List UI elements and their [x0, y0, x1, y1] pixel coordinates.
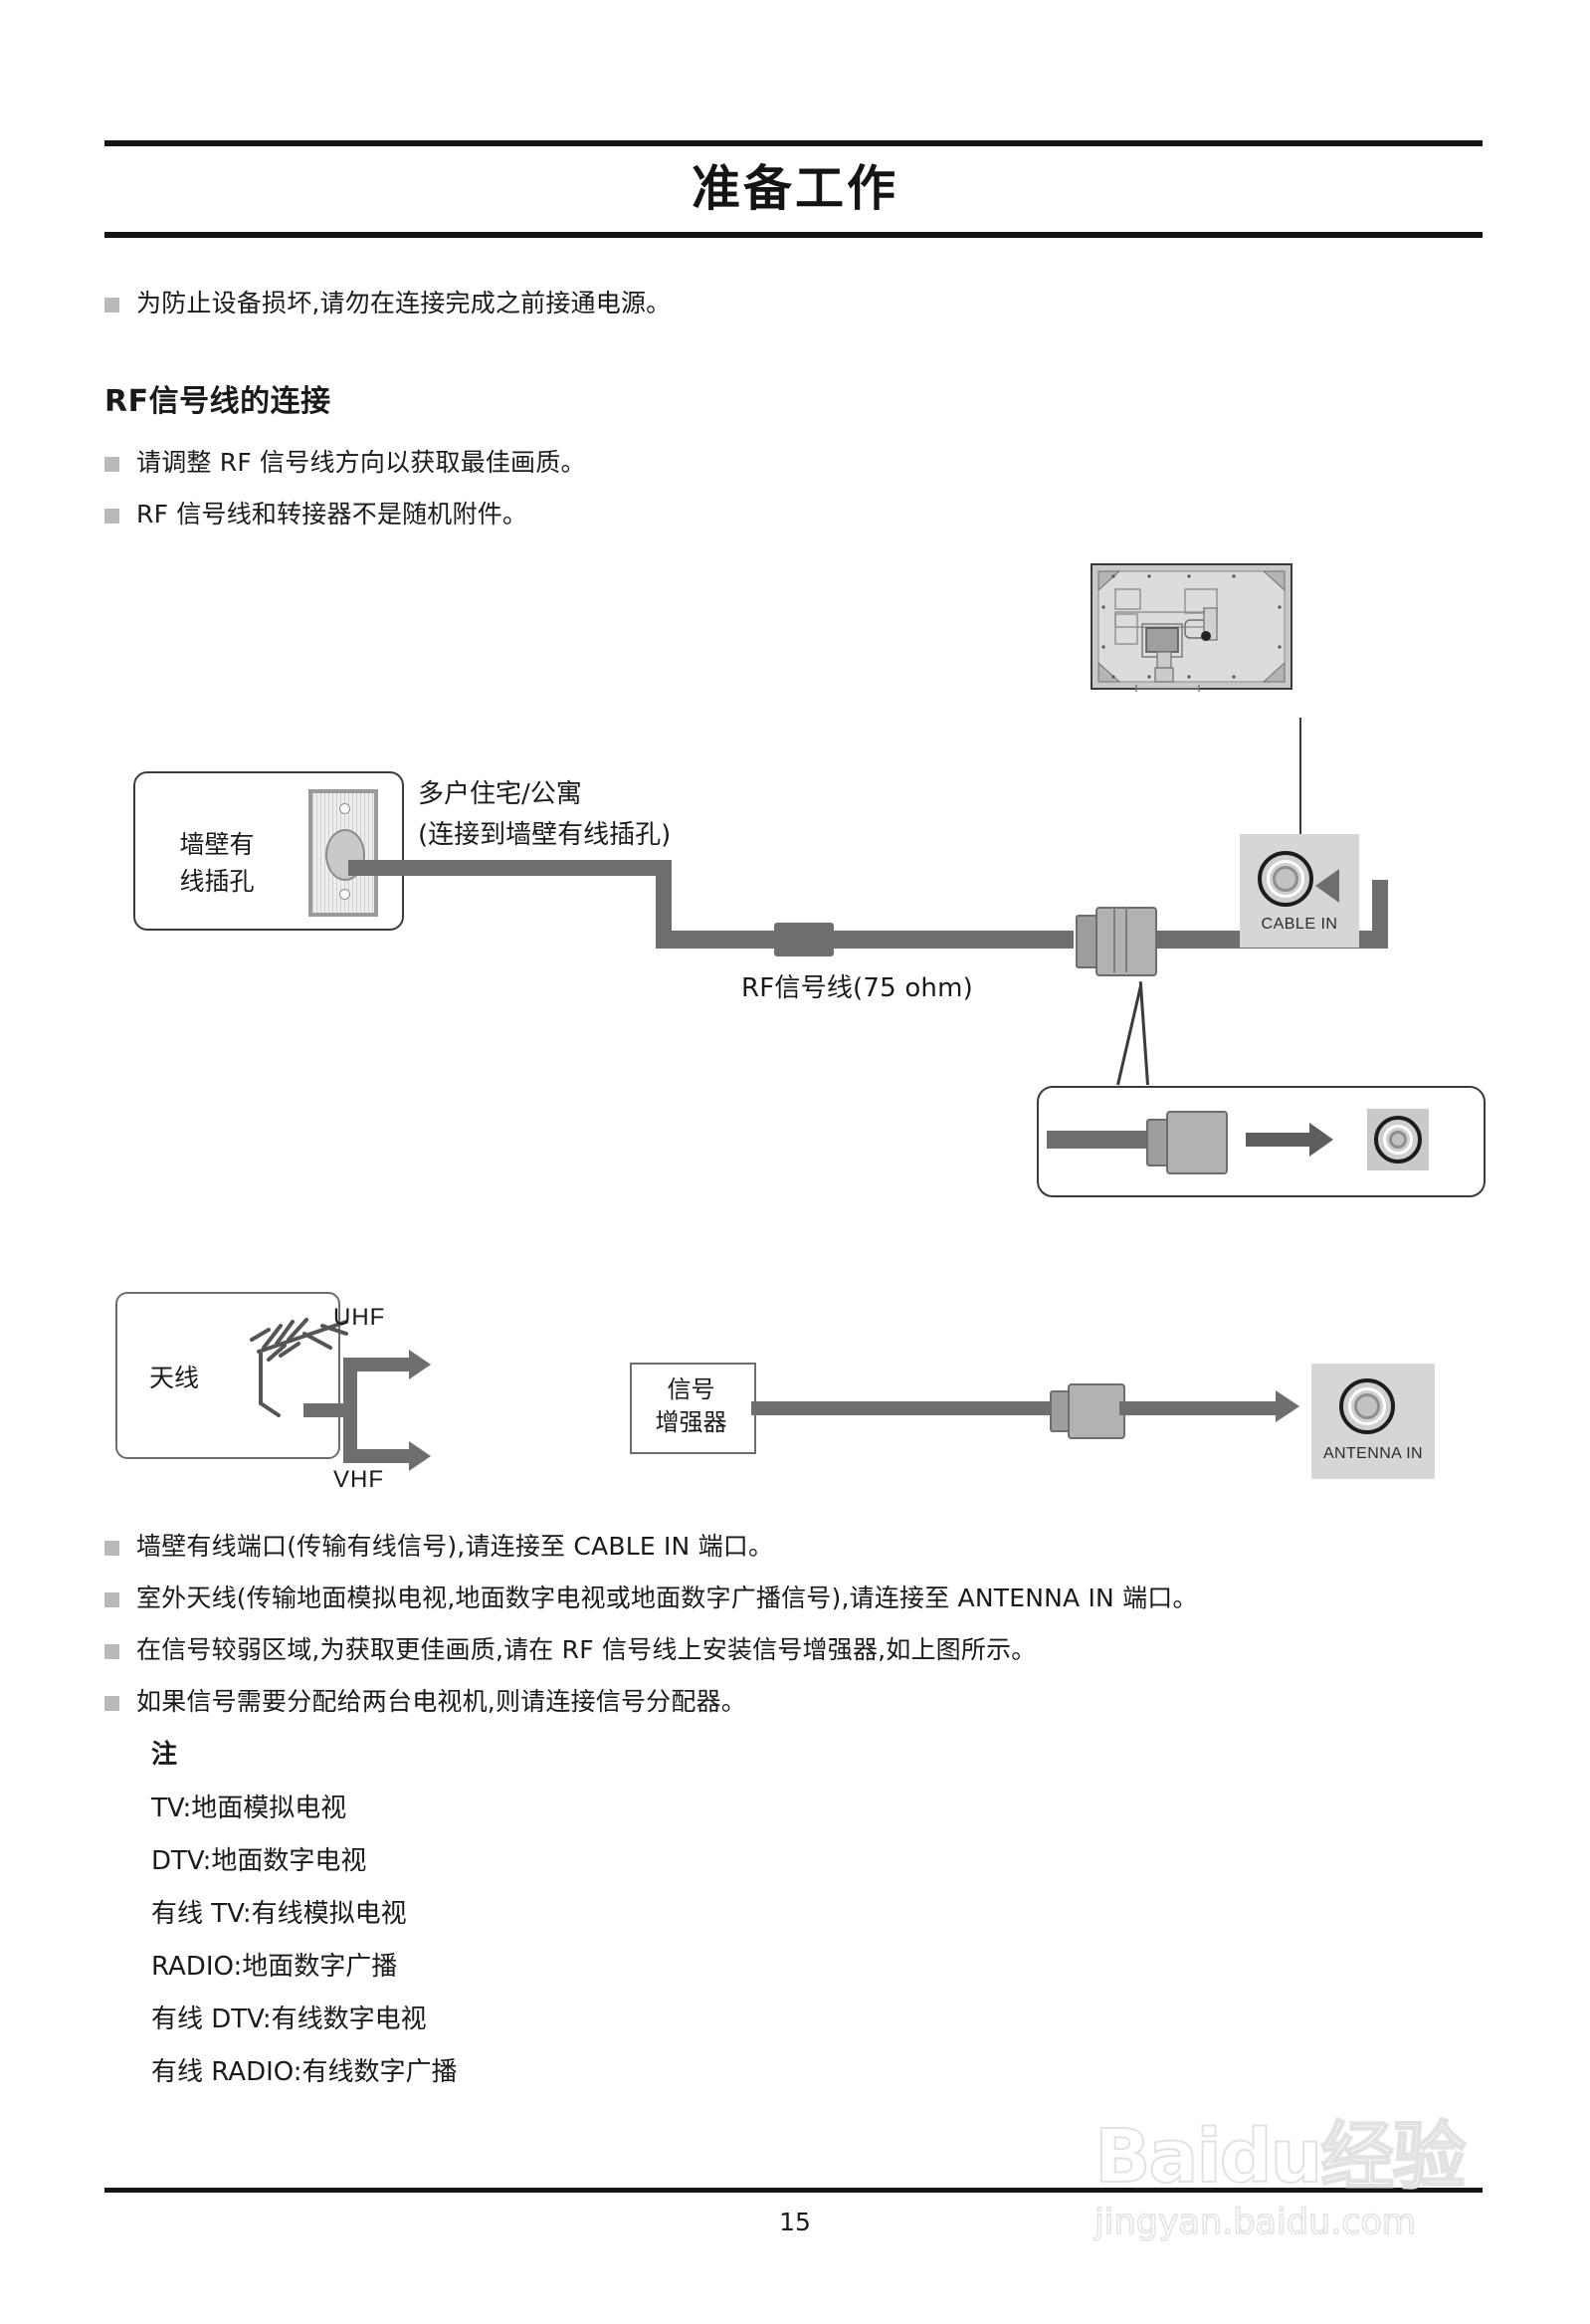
jack-ring-outer [1348, 1387, 1386, 1425]
rf-plug-ridge-1 [1113, 907, 1115, 972]
antenna-label: 天线 [149, 1364, 200, 1392]
note-line: 有线 TV:有线模拟电视 [151, 1899, 407, 1929]
vhf-branch-line [343, 1449, 413, 1463]
cable-segment-1 [348, 860, 672, 876]
bullet-square-icon [104, 1644, 119, 1659]
section-bullet-1-text: 请调整 RF 信号线方向以获取最佳画质。 [136, 448, 586, 477]
uhf-branch-line [343, 1358, 413, 1372]
page-number: 15 [779, 2208, 811, 2236]
jack-ring-inner [1389, 1131, 1407, 1149]
wall-plate-screw-top-icon [338, 803, 350, 814]
jack-ring-inner [1273, 866, 1298, 892]
rf-cable-label: RF信号线(75 ohm) [741, 973, 973, 1003]
bullet-square-icon [104, 457, 119, 472]
jack-ring-inner [1354, 1393, 1380, 1419]
antenna-cable-segment [303, 1403, 353, 1417]
apartment-callout-label: 多户住宅/公寓 (连接到墙壁有线插孔) [418, 774, 671, 856]
note-title: 注 [151, 1740, 178, 1770]
instruction-bullet-2-text: 室外天线(传输地面模拟电视,地面数字电视或地面数字广播信号),请连接至 ANTE… [136, 1584, 1198, 1612]
instruction-bullet-1: 墙壁有线端口(传输有线信号),请连接至 CABLE IN 端口。 [104, 1530, 773, 1563]
apartment-callout-line2: (连接到墙壁有线插孔) [418, 820, 672, 850]
cable-in-port-label: CABLE IN [1261, 916, 1338, 933]
header-rule-top [104, 140, 1483, 146]
booster-output-cable [751, 1401, 1050, 1415]
wall-plate-screw-bottom-icon [338, 889, 350, 900]
bullet-square-icon [104, 1592, 119, 1607]
antenna-box [115, 1292, 340, 1459]
bullet-square-icon [104, 1696, 119, 1711]
detail-cable [1047, 1131, 1156, 1149]
instruction-bullet-4: 如果信号需要分配给两台电视机,则请连接信号分配器。 [104, 1685, 746, 1718]
cable-segment-5 [1372, 880, 1388, 949]
uhf-label: UHF [333, 1304, 386, 1331]
antenna-icon [250, 1318, 348, 1417]
page-title: 准备工作 [691, 160, 898, 217]
section-bullet-1: 请调整 RF 信号线方向以获取最佳画质。 [104, 446, 586, 479]
signal-booster-label: 信号 增强器 [630, 1373, 752, 1439]
section-bullet-2: RF 信号线和转接器不是随机附件。 [104, 498, 527, 530]
instruction-bullet-4-text: 如果信号需要分配给两台电视机,则请连接信号分配器。 [136, 1687, 746, 1716]
detail-plug-body [1166, 1111, 1228, 1174]
note-line: TV:地面模拟电视 [151, 1794, 347, 1823]
section-bullet-2-text: RF 信号线和转接器不是随机附件。 [136, 500, 528, 528]
wall-outlet-label-line2: 线插孔 [179, 867, 255, 896]
note-line: 有线 DTV:有线数字电视 [151, 2005, 427, 2034]
vhf-arrow-icon [409, 1441, 431, 1471]
tv-to-port-leader-line [1299, 718, 1301, 835]
instruction-bullet-2: 室外天线(传输地面模拟电视,地面数字电视或地面数字广播信号),请连接至 ANTE… [104, 1582, 1198, 1614]
jack-ring-outer [1267, 860, 1304, 898]
note-line: RADIO:地面数字广播 [151, 1952, 398, 1982]
jack-ring-outer [1383, 1125, 1413, 1155]
wall-outlet-label-line1: 墙壁有 [179, 830, 255, 859]
antenna-cable-to-port [1119, 1401, 1279, 1415]
tv-rear-illustration [1091, 563, 1292, 692]
note-line: DTV:地面数字电视 [151, 1846, 367, 1876]
antenna-rf-connector-plug [1050, 1383, 1125, 1439]
note-line: 有线 RADIO:有线数字广播 [151, 2057, 458, 2087]
detail-coax-jack-icon [1374, 1116, 1422, 1163]
vhf-label: VHF [333, 1466, 384, 1493]
instruction-bullet-1-text: 墙壁有线端口(传输有线信号),请连接至 CABLE IN 端口。 [136, 1532, 774, 1561]
rf-connector-plug [1076, 907, 1157, 976]
signal-booster-line1: 信号 [667, 1375, 715, 1403]
cable-segment-3 [656, 931, 1074, 949]
antenna-in-arrow-icon [1276, 1390, 1299, 1422]
bullet-square-icon [104, 509, 119, 524]
cable-in-jack-icon [1258, 851, 1313, 907]
section-heading: RF信号线的连接 [104, 384, 331, 419]
instruction-bullet-3: 在信号较弱区域,为获取更佳画质,请在 RF 信号线上安装信号增强器,如上图所示。 [104, 1633, 1037, 1666]
wall-outlet-label: 墙壁有 线插孔 [157, 826, 277, 900]
wall-plate-icon [308, 789, 378, 917]
antenna-plug-body [1068, 1383, 1125, 1439]
antenna-in-port-label: ANTENNA IN [1322, 1445, 1423, 1462]
instruction-bullet-3-text: 在信号较弱区域,为获取更佳画质,请在 RF 信号线上安装信号增强器,如上图所示。 [136, 1635, 1037, 1664]
cable-in-arrow-icon [1315, 869, 1339, 903]
antenna-in-jack-icon [1339, 1378, 1395, 1434]
detail-rf-connector-plug [1146, 1111, 1228, 1174]
cable-ferrite-bead [774, 923, 834, 956]
intro-bullet: 为防止设备损坏,请勿在连接完成之前接通电源。 [104, 287, 671, 319]
signal-booster-box [630, 1363, 756, 1454]
footer-rule [104, 2188, 1483, 2193]
detail-arrow-shaft-icon [1246, 1133, 1311, 1147]
intro-bullet-text: 为防止设备损坏,请勿在连接完成之前接通电源。 [136, 289, 672, 317]
note-block: 注 TV:地面模拟电视 DTV:地面数字电视 有线 TV:有线模拟电视 RADI… [151, 1734, 458, 2099]
bullet-square-icon [104, 1541, 119, 1556]
apartment-callout-line1: 多户住宅/公寓 [418, 779, 582, 809]
rf-plug-ridge-2 [1125, 907, 1127, 972]
antenna-split-vertical-down [343, 1403, 357, 1463]
cable-segment-2 [656, 860, 672, 947]
antenna-split-vertical-up [343, 1358, 357, 1417]
detail-arrow-head-icon [1309, 1123, 1333, 1157]
uhf-arrow-icon [409, 1350, 431, 1379]
header-rule-bottom [104, 232, 1483, 238]
signal-booster-line2: 增强器 [655, 1408, 727, 1436]
bullet-square-icon [104, 298, 119, 313]
